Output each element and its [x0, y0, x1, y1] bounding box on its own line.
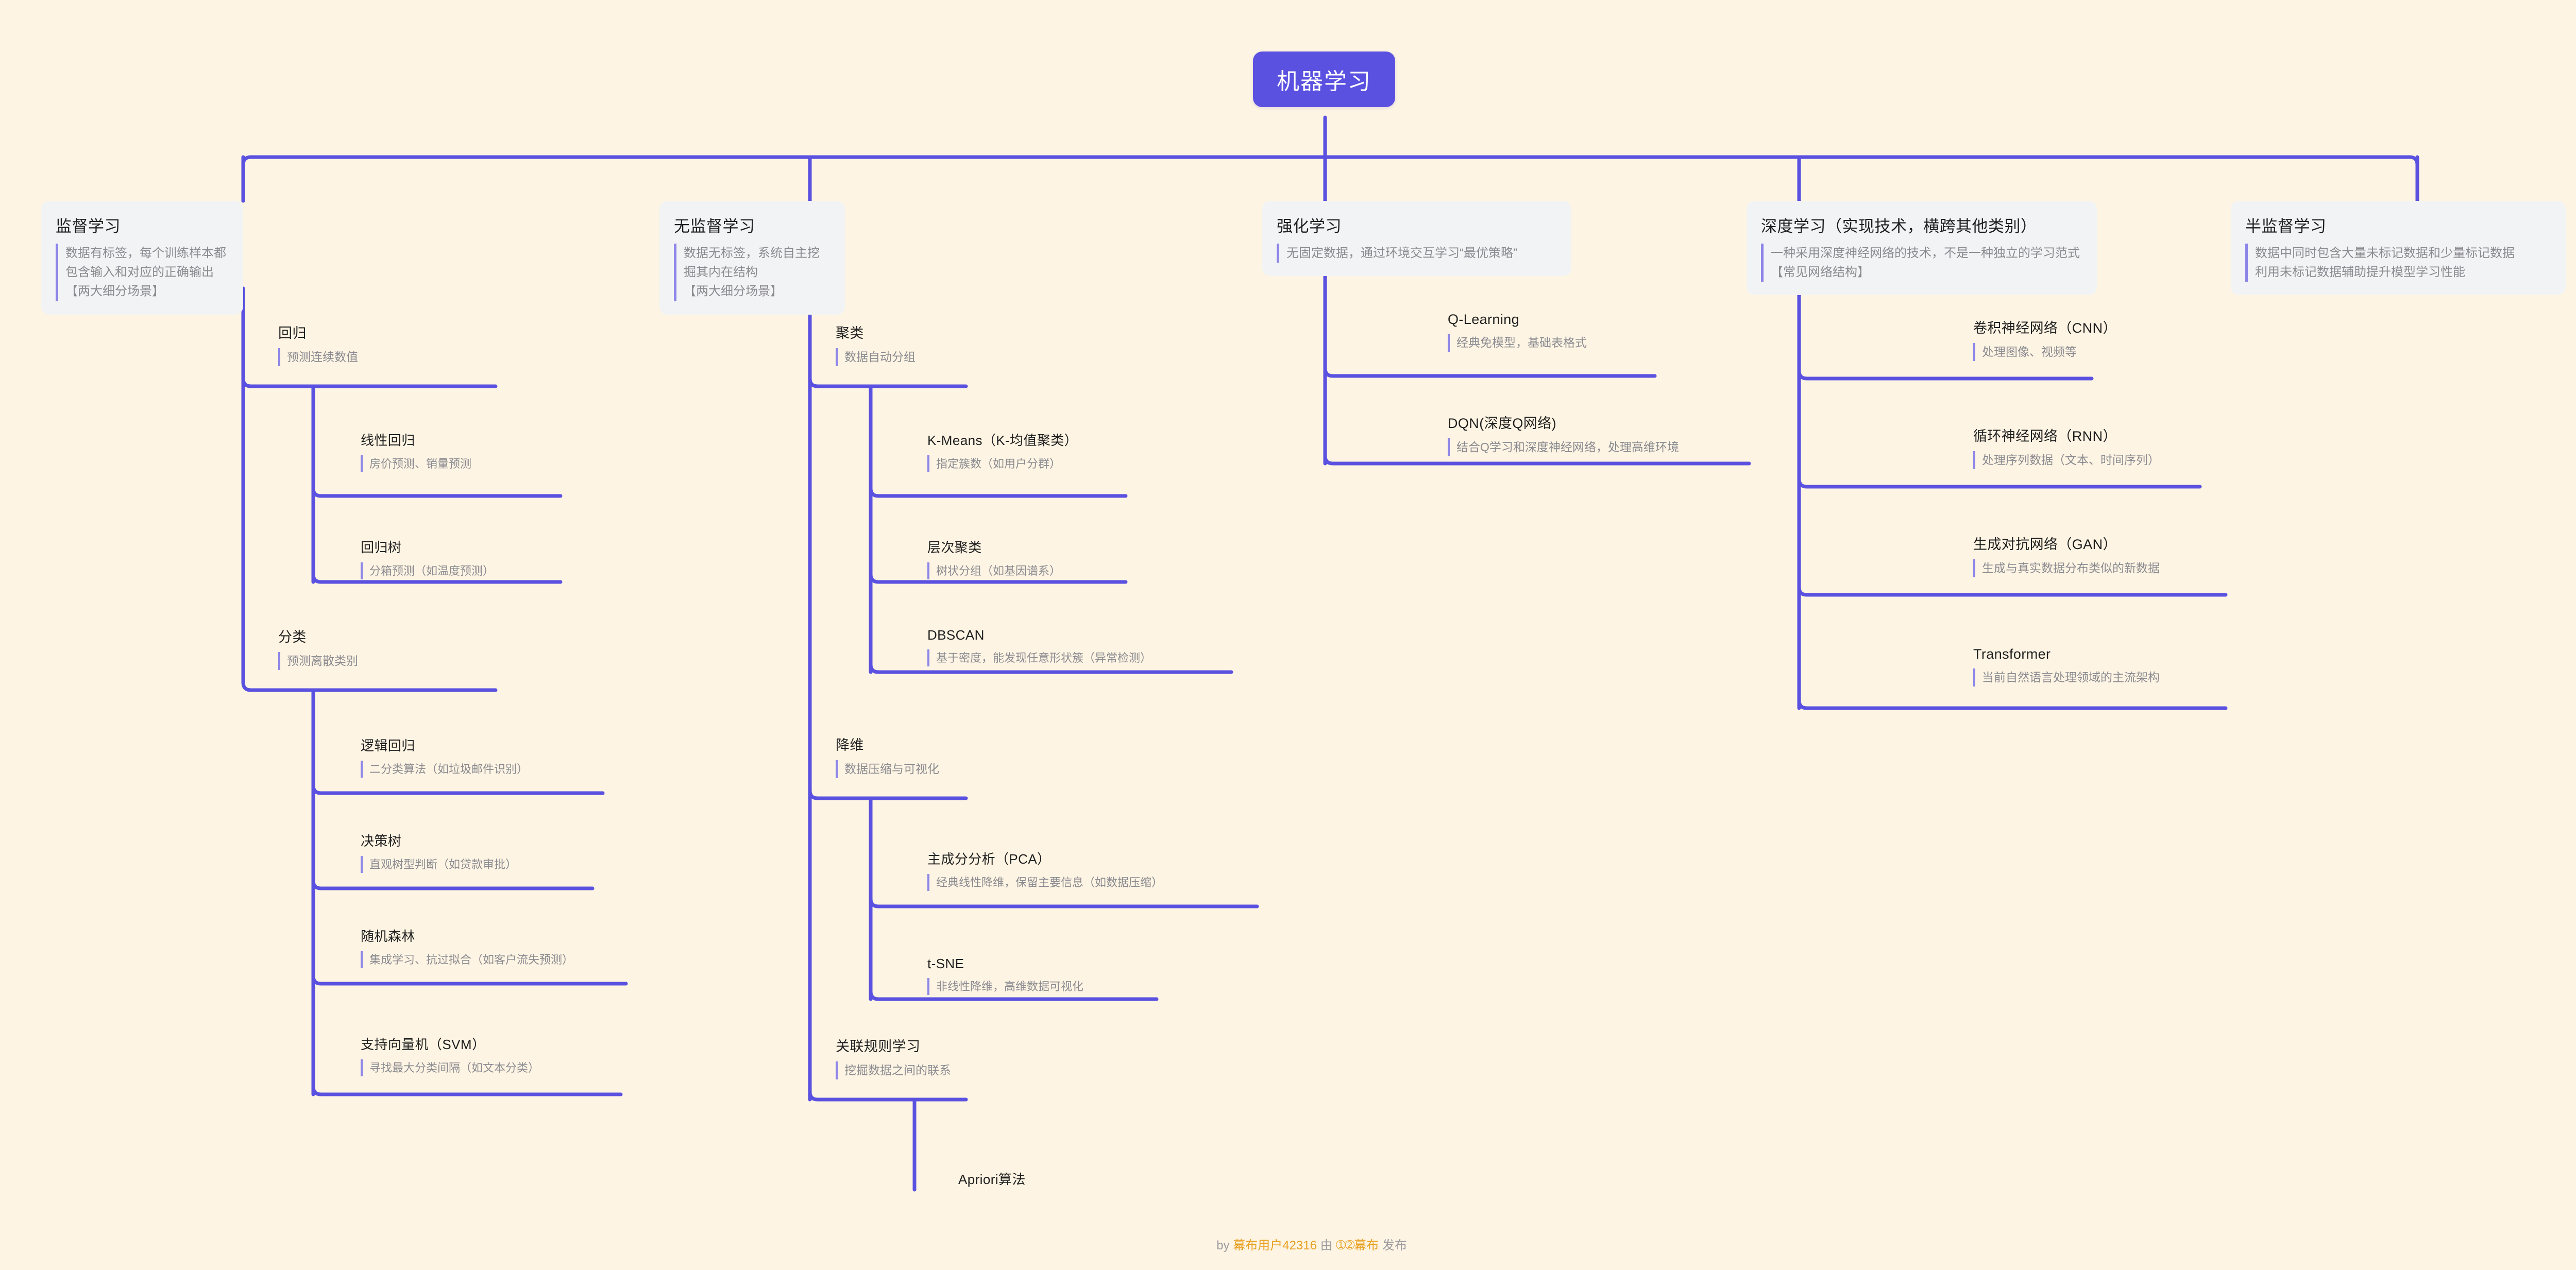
footer-prefix: by — [1216, 1239, 1233, 1252]
node-desc-cnn: 处理图像、视频等 — [1973, 343, 2117, 361]
node-title-svm: 支持向量机（SVM） — [361, 1037, 486, 1052]
node-desc-q-learning: 经典免模型，基础表格式 — [1448, 334, 1587, 352]
node-desc-classification: 预测离散类别 — [278, 652, 358, 670]
node-tsne[interactable]: t-SNE 非线性降维，高维数据可视化 — [927, 956, 1083, 995]
node-title-cnn: 卷积神经网络（CNN） — [1973, 320, 2117, 336]
node-desc-dqn: 结合Q学习和深度神经网络，处理高维环境 — [1448, 438, 1679, 456]
node-title-tsne: t-SNE — [927, 956, 964, 971]
branch-title-supervised: 监督学习 — [56, 217, 121, 235]
branch-desc-semi-supervised: 数据中同时包含大量未标记数据和少量标记数据 利用未标记数据辅助提升模型学习性能 — [2245, 244, 2550, 282]
node-desc-regression: 预测连续数值 — [278, 348, 358, 366]
mubu-logo-icon: ➀➁ — [1336, 1239, 1354, 1251]
node-svm[interactable]: 支持向量机（SVM） 寻找最大分类间隔（如文本分类） — [361, 1034, 539, 1076]
branch-title-reinforcement: 强化学习 — [1277, 217, 1342, 235]
node-desc-regression-tree: 分箱预测（如温度预测） — [361, 562, 494, 579]
root-title: 机器学习 — [1277, 69, 1371, 94]
node-q-learning[interactable]: Q-Learning 经典免模型，基础表格式 — [1448, 312, 1587, 352]
node-desc-association-rules: 挖掘数据之间的联系 — [836, 1061, 951, 1079]
node-apriori[interactable]: Apriori算法 — [958, 1169, 1026, 1194]
node-pca[interactable]: 主成分分析（PCA） 经典线性降维，保留主要信息（如数据压缩） — [927, 849, 1163, 891]
node-title-classification: 分类 — [278, 629, 307, 645]
branch-title-unsupervised: 无监督学习 — [674, 217, 755, 235]
node-cnn[interactable]: 卷积神经网络（CNN） 处理图像、视频等 — [1973, 317, 2117, 361]
node-dqn[interactable]: DQN(深度Q网络) 结合Q学习和深度神经网络，处理高维环境 — [1448, 412, 1679, 456]
node-title-dqn: DQN(深度Q网络) — [1448, 416, 1556, 431]
node-gan[interactable]: 生成对抗网络（GAN） 生成与真实数据分布类似的新数据 — [1973, 533, 2160, 577]
node-title-association-rules: 关联规则学习 — [836, 1039, 921, 1054]
branch-desc-unsupervised: 数据无标签，系统自主挖掘其内在结构 【两大细分场景】 — [674, 244, 829, 301]
branch-title-deep-learning: 深度学习（实现技术，横跨其他类别） — [1761, 217, 2037, 235]
node-title-clustering: 聚类 — [836, 325, 864, 341]
node-regression-tree[interactable]: 回归树 分箱预测（如温度预测） — [361, 537, 494, 579]
node-desc-linear-regression: 房价预测、销量预测 — [361, 455, 471, 472]
node-desc-hierarchical: 树状分组（如基因谱系） — [927, 562, 1061, 579]
node-title-regression-tree: 回归树 — [361, 540, 402, 555]
node-desc-decision-tree: 直观树型判断（如贷款审批） — [361, 856, 517, 873]
node-desc-dbscan: 基于密度，能发现任意形状簇（异常检测） — [927, 649, 1151, 666]
node-desc-transformer: 当前自然语言处理领域的主流架构 — [1973, 668, 2160, 687]
node-title-linear-regression: 线性回归 — [361, 433, 415, 448]
branch-desc-deep-learning: 一种采用深度神经网络的技术，不是一种独立的学习范式 【常见网络结构】 — [1761, 244, 2081, 282]
node-desc-clustering: 数据自动分组 — [836, 348, 916, 366]
node-desc-gan: 生成与真实数据分布类似的新数据 — [1973, 559, 2160, 577]
branch-desc-reinforcement: 无固定数据，通过环境交互学习“最优策略” — [1277, 244, 1556, 263]
node-desc-logistic-regression: 二分类算法（如垃圾邮件识别） — [361, 761, 528, 778]
node-title-decision-tree: 决策树 — [361, 833, 402, 849]
node-title-dimensionality-reduction: 降维 — [836, 737, 864, 753]
node-kmeans[interactable]: K-Means（K-均值聚类） 指定簇数（如用户分群） — [927, 430, 1078, 472]
node-desc-tsne: 非线性降维，高维数据可视化 — [927, 978, 1083, 995]
node-title-transformer: Transformer — [1973, 646, 2051, 662]
branch-card-semi-supervised[interactable]: 半监督学习 数据中同时包含大量未标记数据和少量标记数据 利用未标记数据辅助提升模… — [2231, 201, 2566, 296]
node-title-gan: 生成对抗网络（GAN） — [1973, 537, 2117, 552]
footer-credit: by 幕布用户42316 由 ➀➁幕布 发布 — [0, 1235, 2576, 1253]
node-title-random-forest: 随机森林 — [361, 929, 415, 944]
node-title-pca: 主成分分析（PCA） — [927, 851, 1051, 867]
node-logistic-regression[interactable]: 逻辑回归 二分类算法（如垃圾邮件识别） — [361, 735, 528, 778]
node-random-forest[interactable]: 随机森林 集成学习、抗过拟合（如客户流失预测） — [361, 926, 573, 968]
branch-card-deep-learning[interactable]: 深度学习（实现技术，横跨其他类别） 一种采用深度神经网络的技术，不是一种独立的学… — [1747, 201, 2097, 296]
footer-middle: 由 — [1316, 1239, 1336, 1252]
node-desc-svm: 寻找最大分类间隔（如文本分类） — [361, 1059, 539, 1076]
node-classification[interactable]: 分类 预测离散类别 — [278, 626, 358, 670]
node-desc-dimensionality-reduction: 数据压缩与可视化 — [836, 760, 939, 778]
node-clustering[interactable]: 聚类 数据自动分组 — [836, 322, 916, 366]
footer-suffix: 发布 — [1379, 1239, 1407, 1252]
node-title-kmeans: K-Means（K-均值聚类） — [927, 433, 1078, 448]
branch-desc-supervised: 数据有标签，每个训练样本都包含输入和对应的正确输出 【两大细分场景】 — [56, 244, 228, 301]
node-title-apriori: Apriori算法 — [958, 1172, 1026, 1187]
node-title-hierarchical: 层次聚类 — [927, 540, 982, 555]
node-association-rules[interactable]: 关联规则学习 挖掘数据之间的联系 — [836, 1035, 951, 1079]
branch-card-reinforcement[interactable]: 强化学习 无固定数据，通过环境交互学习“最优策略” — [1262, 201, 1571, 277]
node-desc-kmeans: 指定簇数（如用户分群） — [927, 455, 1078, 472]
footer-author-link[interactable]: 幕布用户42316 — [1233, 1239, 1317, 1252]
node-dimensionality-reduction[interactable]: 降维 数据压缩与可视化 — [836, 734, 939, 778]
node-regression[interactable]: 回归 预测连续数值 — [278, 322, 358, 366]
node-title-rnn: 循环神经网络（RNN） — [1973, 428, 2117, 444]
root-node[interactable]: 机器学习 — [1253, 52, 1395, 107]
node-transformer[interactable]: Transformer 当前自然语言处理领域的主流架构 — [1973, 646, 2160, 687]
node-rnn[interactable]: 循环神经网络（RNN） 处理序列数据（文本、时间序列） — [1973, 425, 2160, 469]
node-title-logistic-regression: 逻辑回归 — [361, 738, 415, 753]
node-desc-pca: 经典线性降维，保留主要信息（如数据压缩） — [927, 874, 1163, 891]
node-title-regression: 回归 — [278, 325, 307, 341]
node-decision-tree[interactable]: 决策树 直观树型判断（如贷款审批） — [361, 831, 517, 873]
node-title-dbscan: DBSCAN — [927, 627, 985, 643]
node-dbscan[interactable]: DBSCAN 基于密度，能发现任意形状簇（异常检测） — [927, 627, 1151, 666]
node-title-q-learning: Q-Learning — [1448, 312, 1520, 327]
node-hierarchical[interactable]: 层次聚类 树状分组（如基因谱系） — [927, 537, 1061, 579]
branch-card-supervised[interactable]: 监督学习 数据有标签，每个训练样本都包含输入和对应的正确输出 【两大细分场景】 — [41, 201, 243, 315]
node-desc-random-forest: 集成学习、抗过拟合（如客户流失预测） — [361, 951, 573, 968]
node-linear-regression[interactable]: 线性回归 房价预测、销量预测 — [361, 430, 471, 472]
branch-card-unsupervised[interactable]: 无监督学习 数据无标签，系统自主挖掘其内在结构 【两大细分场景】 — [659, 201, 845, 315]
node-desc-rnn: 处理序列数据（文本、时间序列） — [1973, 451, 2160, 469]
branch-title-semi-supervised: 半监督学习 — [2245, 217, 2327, 235]
footer-brand-link[interactable]: 幕布 — [1354, 1239, 1379, 1252]
